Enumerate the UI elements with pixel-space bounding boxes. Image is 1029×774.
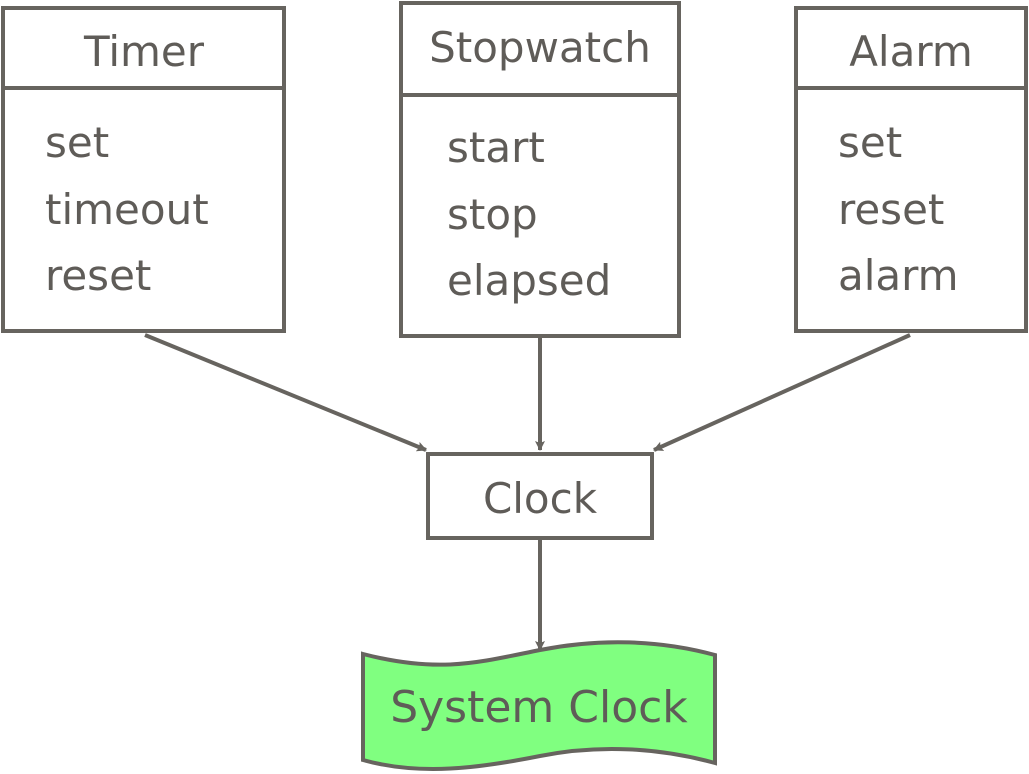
clock-box: Clock	[426, 452, 654, 540]
timer-method: timeout	[45, 185, 209, 234]
stopwatch-class-box: Stopwatch start stop elapsed	[399, 1, 681, 338]
timer-class-box: Timer set timeout reset	[1, 6, 286, 333]
timer-title: Timer	[83, 27, 205, 76]
stopwatch-method: start	[447, 123, 545, 172]
timer-method: set	[45, 118, 109, 167]
arrow-alarm-to-clock	[653, 333, 911, 452]
alarm-method: reset	[838, 185, 944, 234]
clock-label: Clock	[483, 474, 598, 523]
stopwatch-method: elapsed	[447, 256, 611, 305]
alarm-class-box: Alarm set reset alarm	[794, 6, 1028, 333]
alarm-method: alarm	[838, 251, 959, 300]
system-clock-shape: System Clock	[361, 640, 717, 771]
alarm-method: set	[838, 118, 902, 167]
alarm-title: Alarm	[849, 27, 973, 76]
stopwatch-title: Stopwatch	[429, 23, 651, 72]
arrow-timer-to-clock	[144, 333, 427, 452]
stopwatch-method: stop	[447, 190, 538, 239]
timer-method: reset	[45, 251, 151, 300]
system-clock-label: System Clock	[390, 682, 688, 733]
